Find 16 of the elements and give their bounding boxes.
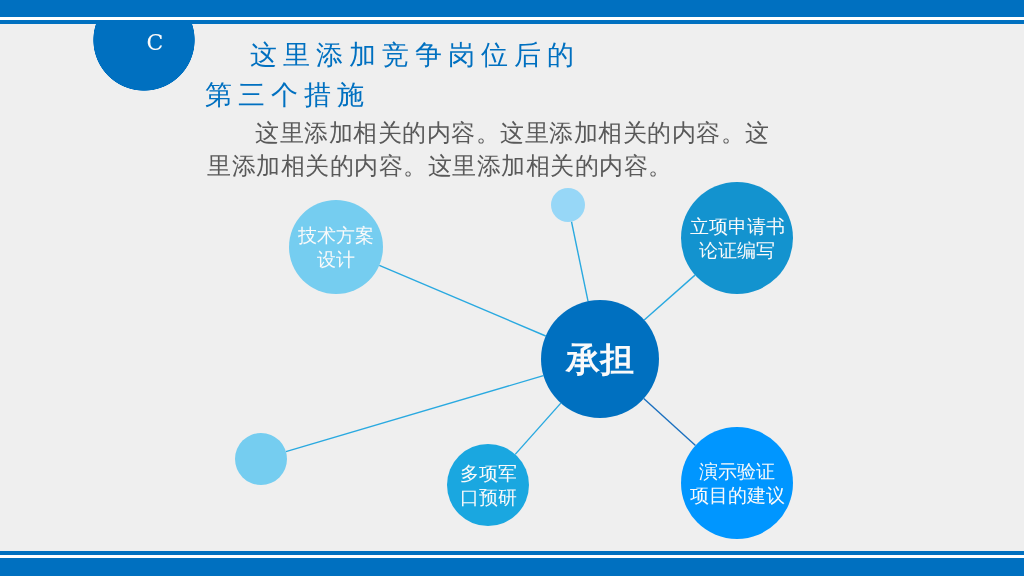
connector-line — [514, 402, 562, 456]
small-bubble — [235, 433, 287, 485]
bubble-label: 多项军口预研 — [458, 461, 518, 509]
bubble-label: 演示验证项目的建议 — [688, 459, 786, 507]
connector-line — [378, 264, 547, 337]
center-label: 承担 — [564, 339, 635, 379]
badge-letter: C — [146, 29, 164, 57]
bubble-label: 技术方案设计 — [297, 223, 375, 271]
connector-line — [643, 397, 697, 447]
connector-line — [285, 375, 545, 453]
slide-title: 这里添加竞争岗位后的第三个措施 — [205, 38, 581, 112]
body-text: 这里添加相关的内容。这里添加相关的内容。这里添加相关的内容。这里添加相关的内容。 — [207, 118, 771, 182]
small-bubble — [551, 188, 585, 222]
connector-line — [643, 274, 696, 321]
bubble-label: 立项申请书论证编写 — [688, 214, 786, 262]
connector-line — [570, 220, 589, 302]
